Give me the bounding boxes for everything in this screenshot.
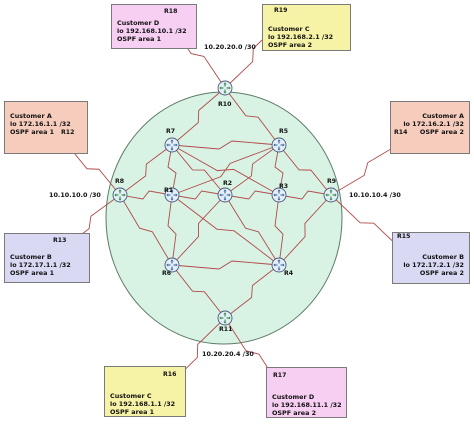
loopback-address: lo 172.17.1.1 /32 <box>10 261 71 269</box>
ospf-area: OSPF area 2 <box>268 41 313 49</box>
link-r9-r14 <box>330 142 402 196</box>
router-label-r7: R7 <box>166 128 176 135</box>
router-label-r12: R12 <box>61 129 75 136</box>
router-label-r19: R19 <box>274 7 288 14</box>
router-label-r18: R18 <box>164 8 178 15</box>
ospf-area: OSPF area 1 <box>110 408 155 416</box>
customer-name: Customer B <box>422 253 464 261</box>
link-r4-r11 <box>224 264 280 319</box>
link-r6-r4 <box>171 260 280 270</box>
ospf-area: OSPF area 1 <box>117 35 162 43</box>
router-r7-icon[interactable] <box>164 137 180 153</box>
customer-name: Customer B <box>10 253 52 261</box>
router-label-r4: R4 <box>284 270 294 277</box>
link-r7-r8 <box>119 144 173 196</box>
customer-name: Customer A <box>422 112 464 120</box>
router-label-r2: R2 <box>223 180 233 187</box>
customer-b-right-box: Customer B lo 172.17.2.1 /32 OSPF area 2 <box>392 232 470 284</box>
router-r10-icon[interactable] <box>217 80 233 96</box>
customer-c-top-box: Customer C lo 192.168.2.1 /32 OSPF area … <box>262 4 351 51</box>
link-r2-r3 <box>224 190 280 200</box>
link-r5-r9 <box>278 144 332 196</box>
link-r8-r1 <box>119 190 173 200</box>
link-r9-r4 <box>278 194 332 266</box>
router-label-r6: R6 <box>162 270 172 277</box>
loopback-address: lo 172.17.2.1 /32 <box>403 261 464 269</box>
customer-b-left-box: Customer B lo 172.17.1.1 /32 OSPF area 1 <box>4 233 90 283</box>
router-label-r16: R16 <box>163 371 177 378</box>
router-r4-icon[interactable] <box>271 257 287 273</box>
link-r7-r2 <box>171 144 226 196</box>
customer-d-bottom-box: Customer D lo 192.168.11.1 /32 OSPF area… <box>266 367 347 418</box>
link-r8-r6 <box>119 194 173 266</box>
link-r9-r15 <box>330 194 404 252</box>
backbone-area-ellipse <box>105 91 343 345</box>
ospf-area: OSPF area 2 <box>272 409 317 417</box>
ospf-area: OSPF area 2 <box>419 128 464 136</box>
link-r7-r1 <box>167 144 177 196</box>
router-label-r13: R13 <box>53 237 67 244</box>
subnet-label-bottom: 10.20.20.4 /30 <box>202 350 254 358</box>
link-r3-r9 <box>278 190 332 200</box>
link-r8-r12 <box>65 142 121 196</box>
customer-name: Customer C <box>110 392 152 400</box>
ospf-area: OSPF area 1 <box>10 269 55 277</box>
link-r7-r5 <box>171 140 280 150</box>
customer-c-bottom-box: Customer C lo 192.168.1.1 /32 OSPF area … <box>104 366 186 417</box>
router-label-r1: R1 <box>164 187 174 194</box>
customer-d-top-box: Customer D lo 192.168.10.1 /32 OSPF area… <box>111 4 197 49</box>
loopback-address: lo 192.168.11.1 /32 <box>272 401 342 409</box>
router-label-r15: R15 <box>397 233 411 240</box>
link-r6-r11 <box>171 264 226 319</box>
router-r3-icon[interactable] <box>271 187 287 203</box>
subnet-label-left: 10.10.10.0 /30 <box>49 191 101 199</box>
customer-name: Customer D <box>117 19 160 27</box>
router-r5-icon[interactable] <box>271 137 287 153</box>
ospf-area: OSPF area 1 <box>10 128 55 136</box>
router-r9-icon[interactable] <box>323 187 339 203</box>
link-r5-r10 <box>224 87 280 146</box>
router-r8-icon[interactable] <box>112 187 128 203</box>
router-label-r14: R14 <box>394 129 408 136</box>
link-r7-r10 <box>171 87 226 146</box>
router-label-r17: R17 <box>273 372 287 379</box>
link-r6-r2 <box>171 194 226 266</box>
customer-name: Customer C <box>268 25 310 33</box>
link-r1-r4 <box>171 194 280 266</box>
link-r4-r3 <box>274 194 284 266</box>
router-label-r5: R5 <box>279 128 289 135</box>
router-label-r11: R11 <box>219 326 233 333</box>
customer-name: Customer D <box>272 393 315 401</box>
customer-a-right-box: Customer A lo 172.16.2.1 /32 OSPF area 2 <box>390 101 470 154</box>
router-label-r10: R10 <box>218 101 232 108</box>
router-r11-icon[interactable] <box>217 310 233 326</box>
router-label-r3: R3 <box>279 183 289 190</box>
customer-name: Customer A <box>10 112 52 120</box>
link-r6-r1 <box>167 194 177 266</box>
loopback-address: lo 172.16.1.1 /32 <box>10 120 71 128</box>
router-label-r8: R8 <box>115 178 125 185</box>
router-r1-icon[interactable] <box>164 187 180 203</box>
router-label-r9: R9 <box>327 178 337 185</box>
link-r1-r2 <box>171 190 226 200</box>
router-r2-icon[interactable] <box>217 187 233 203</box>
loopback-address: lo 172.16.2.1 /32 <box>403 120 464 128</box>
link-r5-r1 <box>171 144 280 196</box>
links-layer <box>59 21 404 388</box>
link-r5-r2 <box>224 144 280 196</box>
loopback-address: lo 192.168.2.1 /32 <box>268 33 334 41</box>
loopback-address: lo 192.168.10.1 /32 <box>117 27 187 35</box>
link-r5-r3 <box>274 144 284 196</box>
subnet-label-top: 10.20.20.0 /30 <box>204 43 256 51</box>
customer-a-left-box: Customer A lo 172.16.1.1 /32 OSPF area 1 <box>4 101 88 154</box>
ospf-area: OSPF area 2 <box>419 269 464 277</box>
loopback-address: lo 192.168.1.1 /32 <box>110 400 176 408</box>
router-r6-icon[interactable] <box>164 257 180 273</box>
subnet-label-right: 10.10.10.4 /30 <box>349 191 401 199</box>
link-r4-r2 <box>224 194 280 266</box>
